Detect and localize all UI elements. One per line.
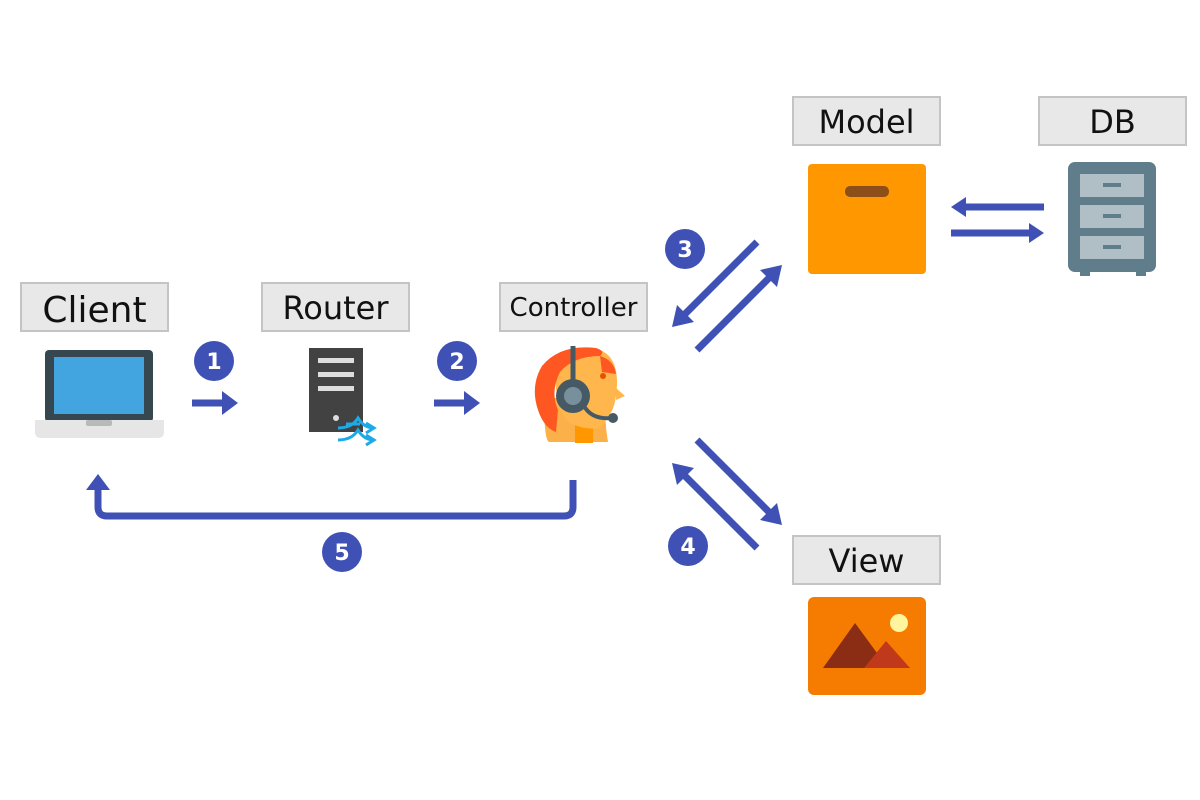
- router-label-box: Router: [261, 282, 410, 332]
- db-label-box: DB: [1038, 96, 1187, 146]
- server-icon: [309, 348, 377, 447]
- model-label-box: Model: [792, 96, 941, 146]
- step-number: 3: [677, 238, 692, 263]
- arrow-view-to-controller: [672, 463, 760, 551]
- router-label: Router: [282, 289, 389, 327]
- step-badge-4: 4: [668, 526, 708, 566]
- step-badge-3: 3: [665, 229, 705, 269]
- image-icon: [808, 597, 926, 695]
- step-badge-5: 5: [322, 532, 362, 572]
- view-label: View: [829, 542, 905, 580]
- arrow-controller-to-model: [694, 265, 782, 353]
- shuffle-icon: [337, 415, 377, 447]
- laptop-icon: [35, 350, 164, 438]
- box-icon: [808, 164, 926, 274]
- step-number: 5: [334, 541, 349, 566]
- view-label-box: View: [792, 535, 941, 585]
- headset-operator-icon: [534, 346, 625, 443]
- arrow-model-to-controller: [672, 239, 760, 327]
- step-badge-2: 2: [437, 341, 477, 381]
- arrow-router-to-controller: [434, 391, 480, 415]
- controller-label: Controller: [510, 293, 638, 323]
- db-label: DB: [1089, 103, 1136, 141]
- arrow-model-to-db: [951, 223, 1044, 243]
- arrow-client-to-router: [192, 391, 238, 415]
- step-number: 2: [449, 350, 464, 375]
- client-label-box: Client: [20, 282, 169, 332]
- step-badge-1: 1: [194, 341, 234, 381]
- controller-label-box: Controller: [499, 282, 648, 332]
- arrow-controller-to-view: [694, 437, 782, 525]
- step-number: 1: [206, 350, 221, 375]
- arrow-controller-to-client: [86, 474, 577, 520]
- model-label: Model: [818, 103, 914, 141]
- filing-cabinet-icon: [1068, 162, 1156, 276]
- client-label: Client: [42, 290, 146, 331]
- arrow-db-to-model: [951, 197, 1044, 217]
- step-number: 4: [680, 535, 695, 560]
